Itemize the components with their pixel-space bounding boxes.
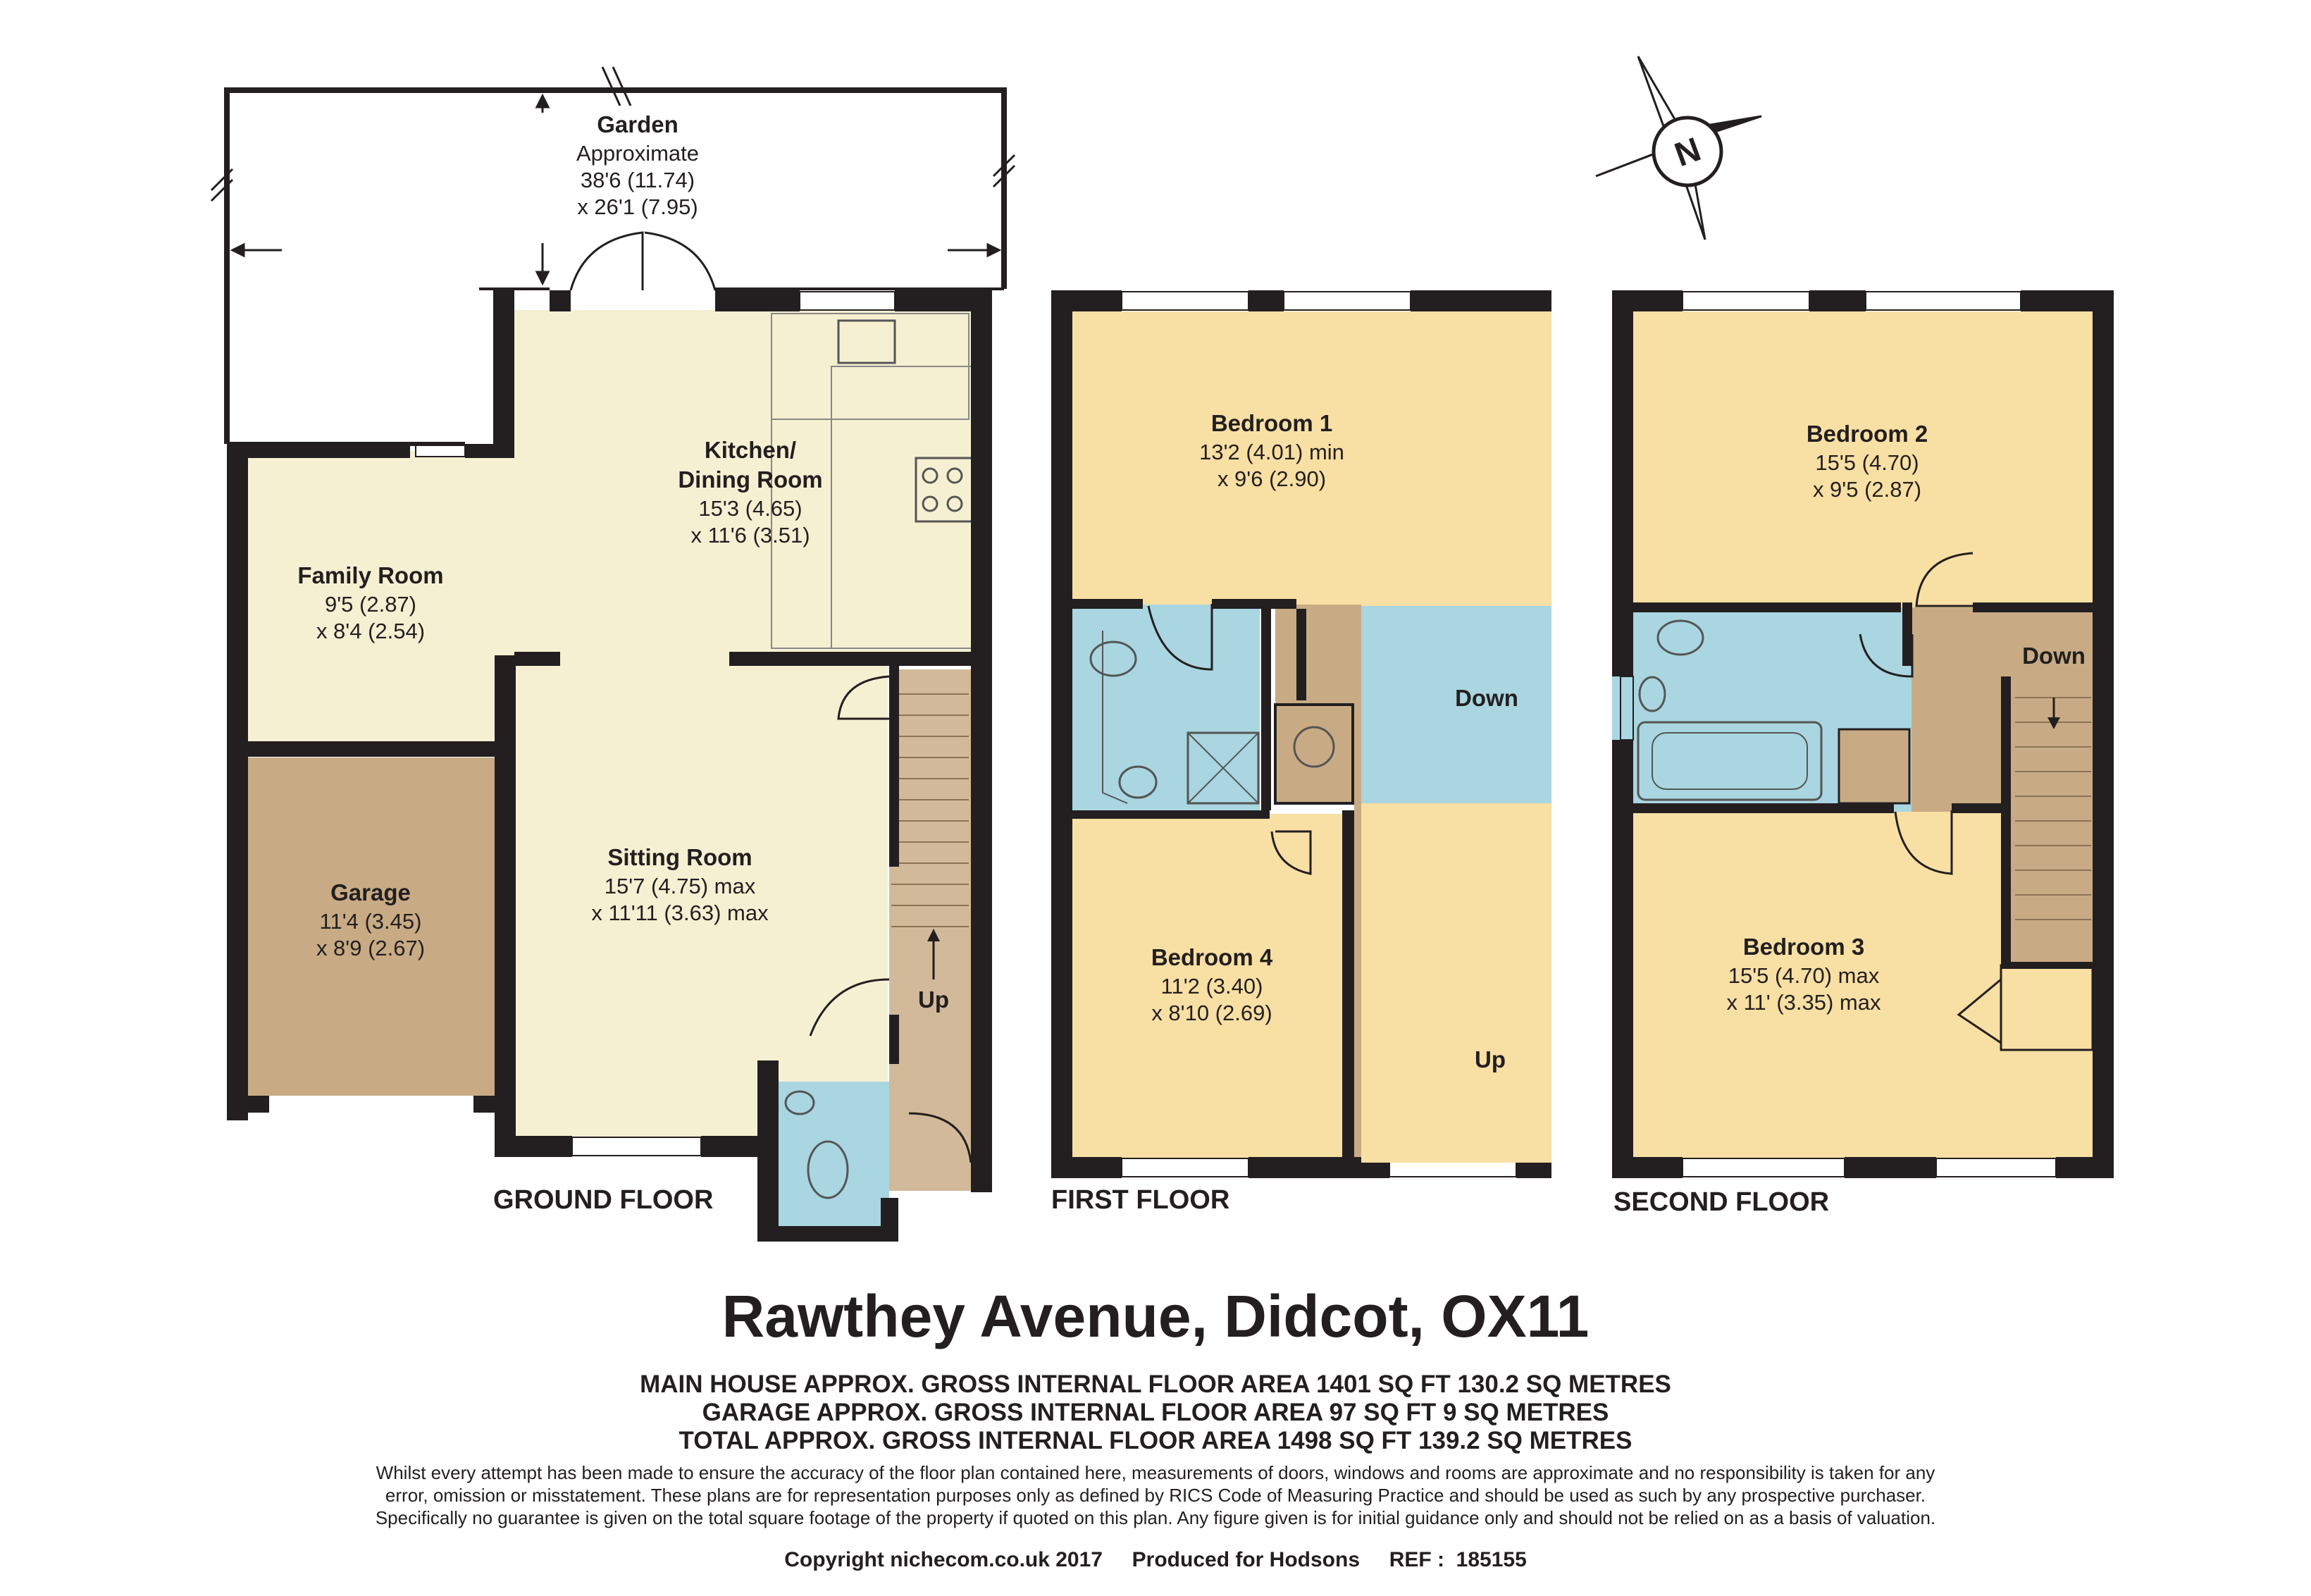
first-up-label: Up — [1475, 1046, 1506, 1072]
copyright-line: Copyright nichecom.co.uk 2017 Produced f… — [784, 1548, 1527, 1571]
bedroom-2-dim1: 15'5 (4.70) — [1815, 450, 1919, 475]
basin-icon — [1118, 765, 1158, 799]
second-walls — [1612, 290, 2114, 1178]
total-area: TOTAL APPROX. GROSS INTERNAL FLOOR AREA … — [679, 1427, 1632, 1454]
bedroom-4-dim1: 11'2 (3.40) — [1161, 974, 1263, 998]
second-floor-plan-main — [1612, 290, 2114, 1178]
sitting-room-dim1: 15'7 (4.75) max — [605, 874, 756, 898]
wc-toilet-icon — [807, 1140, 849, 1199]
second-down-label: Down — [2022, 643, 2086, 669]
bedroom-3-dim2: x 11' (3.35) max — [1727, 990, 1881, 1015]
second-floor-label: SECOND FLOOR — [1613, 1187, 1829, 1217]
second-toilet-icon — [1656, 619, 1704, 656]
cylinder-icon — [1293, 726, 1335, 768]
ground-floor-label: GROUND FLOOR — [493, 1185, 713, 1215]
family-room-dim1: 9'5 (2.87) — [325, 592, 416, 617]
kitchen-dim1: 15'3 (4.65) — [698, 496, 802, 521]
bedroom-2-name: Bedroom 2 — [1807, 421, 1928, 447]
toilet-icon — [1089, 641, 1137, 677]
bedroom-1-dim2: x 9'6 (2.90) — [1218, 466, 1326, 491]
ground-staircase — [891, 693, 969, 927]
shower-tray-icon — [1187, 731, 1260, 805]
garage-area: GARAGE APPROX. GROSS INTERNAL FLOOR AREA… — [702, 1399, 1609, 1426]
first-floor-label: FIRST FLOOR — [1051, 1185, 1229, 1215]
ground-up-label: Up — [918, 986, 949, 1013]
ground-stair-hall — [889, 669, 971, 1191]
garden-dim1: 38'6 (11.74) — [581, 168, 695, 192]
bedroom-4 — [1072, 814, 1354, 1159]
kitchen-name-line1: Kitchen/ — [705, 437, 796, 463]
garage-dim1: 11'4 (3.45) — [320, 909, 422, 934]
garden-name: Garden — [597, 111, 679, 137]
garden-approx: Approximate — [576, 141, 699, 166]
first-bathroom — [1072, 605, 1260, 815]
bedroom-1-dim1: 13'2 (4.01) min — [1199, 440, 1344, 464]
garden-dim2: x 26'1 (7.95) — [577, 194, 698, 219]
family-room — [247, 451, 495, 741]
garage-dim2: x 8'9 (2.67) — [316, 936, 425, 960]
disclaimer-line-1: Whilst every attempt has been made to en… — [376, 1462, 1935, 1483]
second-staircase — [2015, 697, 2091, 920]
disclaimer-line-3: Specifically no guarantee is given on th… — [375, 1507, 1936, 1528]
sink-icon — [837, 319, 896, 364]
compass-north-label: N — [1670, 131, 1706, 175]
first-down-label: Down — [1455, 685, 1518, 711]
ground-floor-plan — [210, 66, 1016, 1242]
second-basin-icon — [1638, 676, 1666, 712]
family-room-dim2: x 8'4 (2.54) — [316, 619, 425, 643]
bedroom-3-name: Bedroom 3 — [1743, 934, 1864, 960]
compass-rose-icon — [1595, 56, 1762, 240]
wc-basin-icon — [784, 1090, 815, 1115]
property-title: Rawthey Avenue, Didcot, OX11 — [721, 1283, 1590, 1349]
bath-icon — [1637, 721, 1823, 801]
garden-boundary — [224, 87, 1007, 444]
main-house-area: MAIN HOUSE APPROX. GROSS INTERNAL FLOOR … — [640, 1371, 1671, 1398]
kitchen-name-line2: Dining Room — [678, 466, 822, 493]
bedroom-4-dim2: x 8'10 (2.69) — [1151, 1001, 1272, 1025]
ground-walls — [227, 290, 992, 1242]
bedroom-2-dim2: x 9'5 (2.87) — [1813, 477, 1921, 502]
garage-name: Garage — [330, 879, 411, 905]
sitting-room-dim2: x 11'11 (3.63) max — [591, 901, 769, 925]
garage — [247, 757, 495, 1096]
family-room-name: Family Room — [297, 562, 443, 588]
garden-dimension-arrows — [210, 66, 1016, 286]
sitting-room-name: Sitting Room — [607, 844, 752, 870]
bedroom-4-name: Bedroom 4 — [1151, 944, 1273, 970]
kitchen-dim2: x 11'6 (3.51) — [690, 523, 810, 548]
bedroom-3-dim1: 15'5 (4.70) max — [1728, 963, 1880, 988]
disclaimer-line-2: error, omission or misstatement. These p… — [385, 1485, 1926, 1506]
kitchen-dining-room — [493, 310, 971, 1156]
bedroom-1-name: Bedroom 1 — [1211, 410, 1332, 436]
